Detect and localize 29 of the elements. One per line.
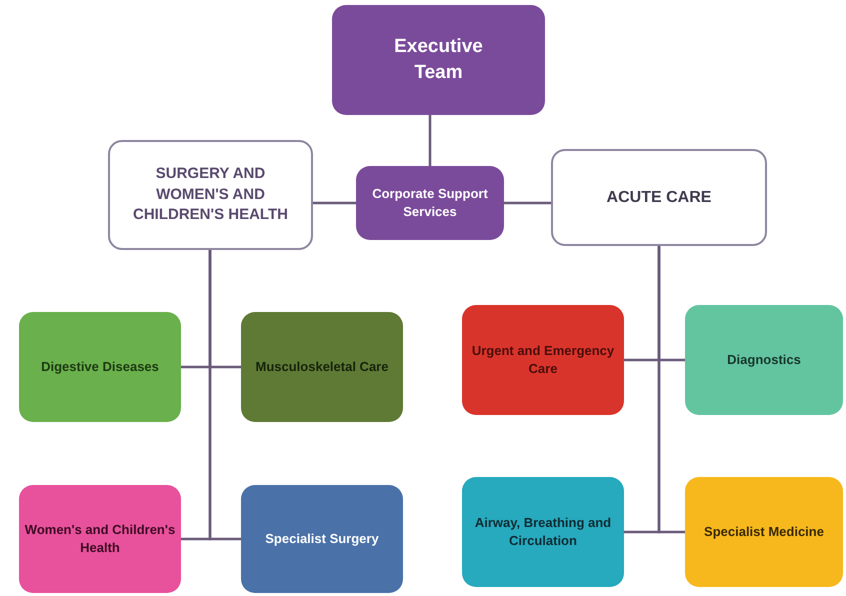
- box-label: Executive Team: [393, 34, 484, 85]
- box-label: Airway, Breathing and Circulation: [474, 514, 612, 550]
- department-box: [241, 485, 403, 593]
- department-box: [685, 477, 843, 587]
- department-box: [685, 305, 843, 415]
- box-label: SURGERY AND WOMEN'S AND CHILDREN'S HEALTH: [132, 164, 289, 226]
- box-label: Specialist Medicine: [704, 523, 824, 541]
- department-box: [19, 312, 181, 422]
- connector-line: [313, 202, 356, 204]
- connector-line: [504, 202, 551, 204]
- executive-box: [332, 5, 545, 115]
- box-label: Corporate Support Services: [371, 185, 489, 221]
- connector-line: [658, 246, 685, 534]
- division-box: [108, 140, 313, 250]
- box-label: ACUTE CARE: [606, 188, 712, 208]
- connector-line: [208, 250, 241, 540]
- box-label: Diagnostics: [727, 351, 801, 369]
- department-box: [19, 485, 181, 593]
- box-label: Musculoskeletal Care: [256, 358, 388, 376]
- connector-line: [428, 115, 432, 166]
- department-box: [462, 305, 624, 415]
- box-label: Specialist Surgery: [265, 530, 379, 548]
- department-box: [462, 477, 624, 587]
- corporate-box: [356, 166, 504, 240]
- division-box: [551, 149, 767, 246]
- department-box: [241, 312, 403, 422]
- box-label: Digestive Diseases: [41, 358, 159, 376]
- box-label: Urgent and Emergency Care: [470, 342, 616, 378]
- box-label: Women's and Children's Health: [24, 521, 176, 557]
